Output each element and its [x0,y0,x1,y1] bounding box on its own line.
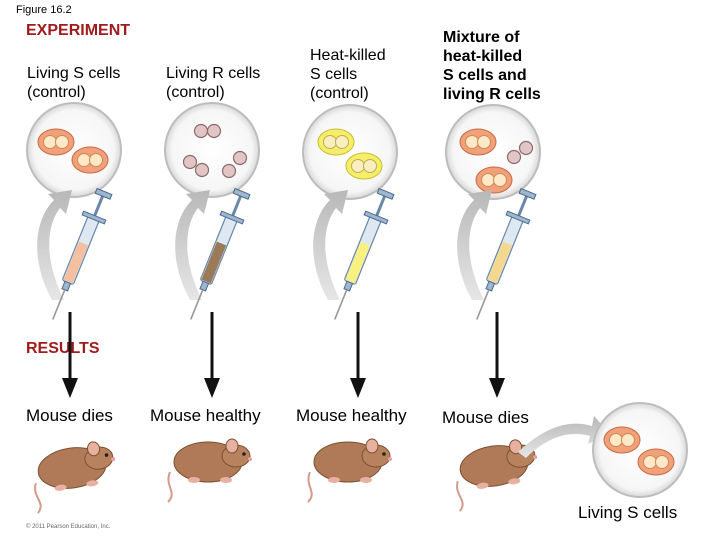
syringe-col-4 [464,186,541,325]
column-label-living-s: Living S cells (control) [27,64,120,102]
column-label-mixture: Mixture of heat-killed S cells and livin… [443,28,541,104]
dish-outcome-living-s [592,402,688,498]
gray-curved-arrows [37,190,492,300]
mouse-healthy-2 [167,438,253,503]
dish-mixture [445,104,541,200]
label-line: S cells and [443,67,527,84]
label-line: Heat-killed [310,47,386,64]
result-col-4: Mouse dies [442,408,529,427]
column-label-living-r: Living R cells (control) [166,64,260,102]
label-line: Mixture of [443,29,520,46]
result-col-1: Mouse dies [26,406,113,425]
results-heading: RESULTS [26,340,100,357]
label-line: Living R cells [166,65,261,82]
figure-label: Figure 16.2 [16,4,72,16]
label-line: (control) [27,84,86,101]
experiment-heading: EXPERIMENT [26,22,131,39]
label-line: heat-killed [443,48,523,65]
mouse-dead-1 [28,438,123,515]
result-col-3: Mouse healthy [296,406,407,425]
dish-living-s [26,102,122,198]
syringe-col-3 [322,186,399,325]
dish-heat-killed-s [302,104,398,200]
outcome-label: Living S cells [578,503,678,522]
outcome-arrow [518,416,610,458]
label-line: Living S cells [27,65,121,82]
mouse-healthy-3 [307,438,393,503]
label-line: (control) [166,84,225,101]
result-col-2: Mouse healthy [150,406,261,425]
label-line: living R cells [443,86,541,103]
label-line: (control) [310,85,369,102]
copyright-text: © 2011 Pearson Education, Inc. [26,524,111,530]
label-line: S cells [310,66,358,83]
column-label-heat-killed: Heat-killed S cells (control) [310,46,386,103]
down-arrows [62,312,505,398]
syringe-col-1 [40,186,117,325]
syringe-col-2 [178,186,255,325]
dish-living-r [164,102,260,198]
